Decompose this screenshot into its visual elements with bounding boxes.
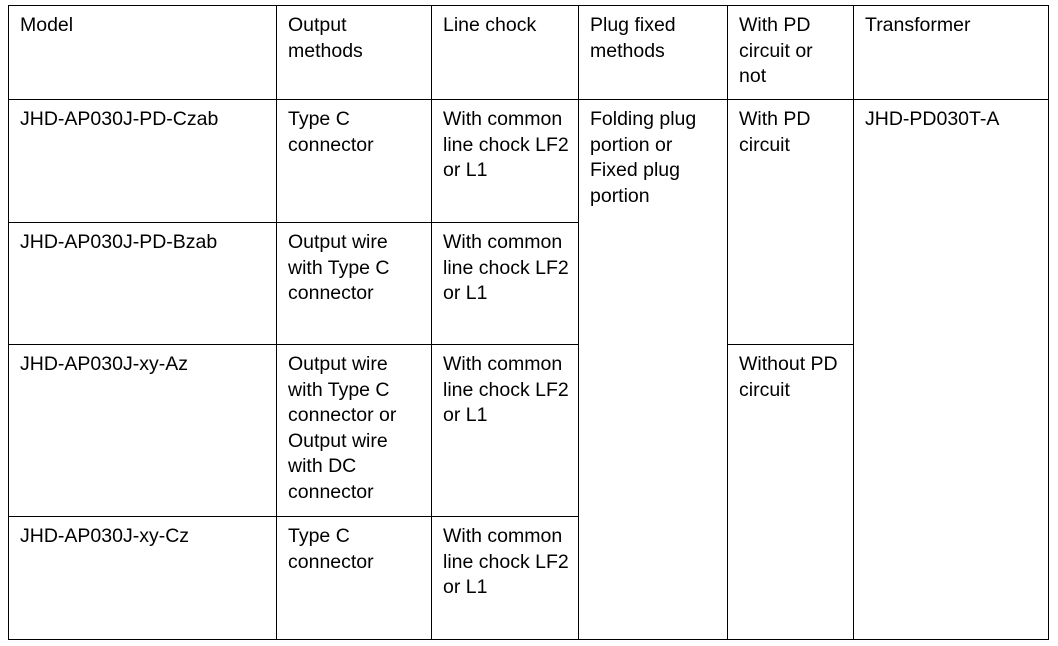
table-row: JHD-AP030J-xy-Az Output wire with Type C… xyxy=(8,344,1049,640)
column-header-line-chock-label: Line chock xyxy=(443,14,537,36)
cell-transformer-value: JHD-PD030T-A xyxy=(865,108,1000,130)
cell-plug-fixed-methods: Folding plug portion or Fixed plug porti… xyxy=(578,99,728,640)
cell-line-chock-value: With common line chock LF2 or L1 xyxy=(443,231,569,304)
column-header-plug-fixed-methods: Plug fixed methods xyxy=(578,5,728,100)
cell-output-methods: Output wire with Type C connector xyxy=(276,222,432,345)
table-row: JHD-AP030J-PD-Czab Type C connector With… xyxy=(8,99,1049,640)
cell-line-chock: With common line chock LF2 or L1 xyxy=(431,99,579,223)
column-header-output-methods: Output methods xyxy=(276,5,432,100)
cell-model: JHD-AP030J-xy-Az xyxy=(8,344,277,517)
cell-output-methods: Type C connector xyxy=(276,516,432,640)
column-header-pd-circuit-label: With PD circuit or not xyxy=(739,14,813,87)
cell-line-chock: With common line chock LF2 or L1 xyxy=(431,222,579,345)
cell-model: JHD-AP030J-PD-Bzab xyxy=(8,222,277,345)
cell-plug-fixed-methods-value: Folding plug portion or Fixed plug porti… xyxy=(590,108,697,207)
cell-pd-circuit-with-value: With PD circuit xyxy=(739,108,811,156)
cell-line-chock-value: With common line chock LF2 or L1 xyxy=(443,353,569,426)
cell-output-methods-value: Output wire with Type C connector xyxy=(288,231,390,304)
cell-model: JHD-AP030J-xy-Cz xyxy=(8,516,277,640)
cell-model-value: JHD-AP030J-PD-Czab xyxy=(20,108,219,130)
table-row: JHD-AP030J-xy-Cz Type C connector With c… xyxy=(8,516,1049,640)
cell-pd-circuit-without-value: Without PD circuit xyxy=(739,353,838,401)
column-header-transformer: Transformer xyxy=(853,5,1049,100)
cell-model-value: JHD-AP030J-xy-Cz xyxy=(20,525,190,547)
cell-line-chock: With common line chock LF2 or L1 xyxy=(431,344,579,517)
cell-model-value: JHD-AP030J-PD-Bzab xyxy=(20,231,218,253)
table-header-row: Model Output methods Line chock Plug fix… xyxy=(8,5,1049,100)
table-row: JHD-AP030J-PD-Bzab Output wire with Type… xyxy=(8,222,1049,345)
cell-line-chock: With common line chock LF2 or L1 xyxy=(431,516,579,640)
model-specification-table: Model Output methods Line chock Plug fix… xyxy=(8,5,1049,640)
cell-output-methods: Output wire with Type C connector or Out… xyxy=(276,344,432,517)
cell-output-methods-value: Type C connector xyxy=(288,525,374,573)
cell-line-chock-value: With common line chock LF2 or L1 xyxy=(443,525,569,598)
cell-pd-circuit-with: With PD circuit xyxy=(727,99,854,345)
cell-output-methods-value: Output wire with Type C connector or Out… xyxy=(288,353,397,503)
cell-transformer: JHD-PD030T-A xyxy=(853,99,1049,640)
column-header-line-chock: Line chock xyxy=(431,5,579,100)
column-header-pd-circuit: With PD circuit or not xyxy=(727,5,854,100)
cell-model: JHD-AP030J-PD-Czab xyxy=(8,99,277,223)
column-header-plug-fixed-methods-label: Plug fixed methods xyxy=(590,14,676,62)
cell-pd-circuit-without: Without PD circuit xyxy=(727,344,854,640)
column-header-model: Model xyxy=(8,5,277,100)
cell-line-chock-value: With common line chock LF2 or L1 xyxy=(443,108,569,181)
column-header-transformer-label: Transformer xyxy=(865,14,971,36)
column-header-model-label: Model xyxy=(20,14,74,36)
cell-model-value: JHD-AP030J-xy-Az xyxy=(20,353,188,375)
cell-output-methods: Type C connector xyxy=(276,99,432,223)
column-header-output-methods-label: Output methods xyxy=(288,14,363,62)
cell-output-methods-value: Type C connector xyxy=(288,108,374,156)
